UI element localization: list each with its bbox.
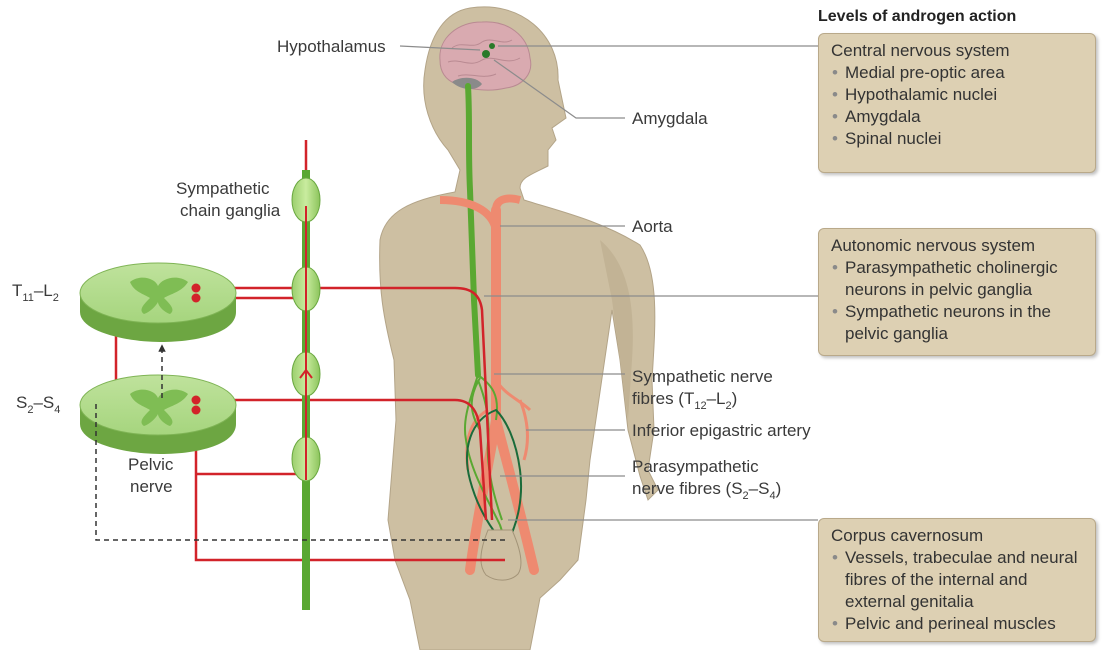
box-item: Sympathetic neurons in the pelvic gangli… [831, 301, 1085, 345]
box-list: Medial pre-optic area Hypothalamic nucle… [831, 62, 1085, 150]
human-body [380, 7, 658, 650]
label-sympathetic-chain-2: chain ganglia [180, 201, 281, 220]
label-parasympathetic-2: nerve fibres (S2–S4) [632, 479, 781, 502]
box-title: Central nervous system [831, 40, 1085, 62]
label-t11-l2: T11–L2 [12, 281, 59, 304]
hypothalamus-dot [482, 50, 490, 58]
segment-neuron [192, 406, 201, 415]
segment-neuron [192, 284, 201, 293]
box-central-nervous-system: Central nervous system Medial pre-optic … [818, 33, 1096, 173]
box-item: Parasympathetic cholinergic neurons in p… [831, 257, 1085, 301]
amygdala-dot [489, 43, 495, 49]
label-amygdala: Amygdala [632, 109, 708, 128]
spinal-segment-t11-l2 [80, 263, 236, 342]
box-item: Medial pre-optic area [831, 62, 1085, 84]
box-corpus-cavernosum: Corpus cavernosum Vessels, trabeculae an… [818, 518, 1096, 642]
label-pelvic-nerve-2: nerve [130, 477, 173, 496]
box-item: Amygdala [831, 106, 1085, 128]
sympathetic-chain [292, 170, 320, 610]
panel-title: Levels of androgen action [818, 8, 1016, 26]
segment-neuron [192, 396, 201, 405]
box-item: Vessels, trabeculae and neural fibres of… [831, 547, 1085, 613]
box-title: Autonomic nervous system [831, 235, 1085, 257]
label-s2-s4: S2–S4 [16, 393, 60, 416]
segment-neuron [192, 294, 201, 303]
box-item: Hypothalamic nuclei [831, 84, 1085, 106]
box-list: Vessels, trabeculae and neural fibres of… [831, 547, 1085, 635]
label-parasympathetic-1: Parasympathetic [632, 457, 759, 476]
box-list: Parasympathetic cholinergic neurons in p… [831, 257, 1085, 345]
label-sympathetic-fibres-1: Sympathetic nerve [632, 367, 773, 386]
box-title: Corpus cavernosum [831, 525, 1085, 547]
box-item: Pelvic and perineal muscles [831, 613, 1085, 635]
label-pelvic-nerve-1: Pelvic [128, 455, 174, 474]
box-autonomic-nervous-system: Autonomic nervous system Parasympathetic… [818, 228, 1096, 356]
label-aorta: Aorta [632, 217, 673, 236]
label-hypothalamus: Hypothalamus [277, 37, 386, 56]
spinal-segment-s2-s4 [80, 375, 236, 454]
label-sympathetic-chain-1: Sympathetic [176, 179, 270, 198]
label-inferior-epigastric: Inferior epigastric artery [632, 421, 811, 440]
genital-outline [481, 530, 521, 580]
box-item: Spinal nuclei [831, 128, 1085, 150]
